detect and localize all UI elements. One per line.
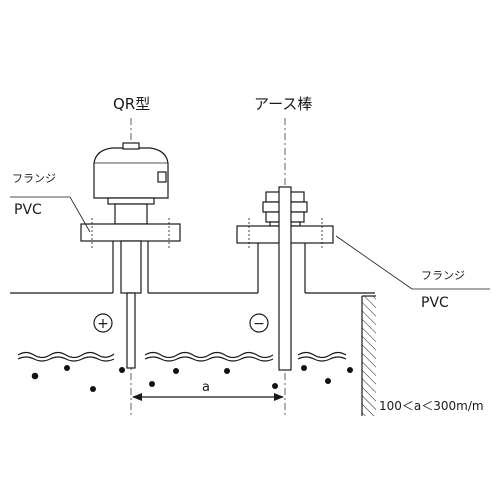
tank-right-wall [361, 295, 376, 416]
distance-label: a [202, 380, 210, 395]
liquid-surface [17, 351, 347, 362]
minus-terminal-mark [249, 313, 269, 333]
plus-sign: + [97, 316, 109, 332]
qr-type-title: QR型 [113, 95, 150, 113]
tank-top-surface [10, 241, 375, 294]
earth-rod-shaft [278, 186, 292, 371]
qr-probe-head [93, 147, 169, 199]
leader-line-left [10, 196, 91, 233]
qr-probe [80, 142, 181, 369]
distance-range-label: 100＜a＜300m/m [379, 399, 484, 413]
pvc-label-left: PVC [14, 202, 42, 218]
plus-terminal-mark [93, 313, 113, 333]
flange-label-left: フランジ [12, 172, 56, 185]
earth-rod-title: アース棒 [254, 95, 312, 113]
qr-probe-flange [80, 223, 181, 242]
flange-label-right: フランジ [421, 269, 465, 282]
qr-probe-rod [126, 292, 136, 369]
particles [31, 365, 353, 392]
leader-line-right [335, 235, 490, 290]
minus-sign: − [253, 316, 265, 332]
pvc-label-right: PVC [421, 295, 449, 311]
earth-rod [236, 186, 334, 371]
